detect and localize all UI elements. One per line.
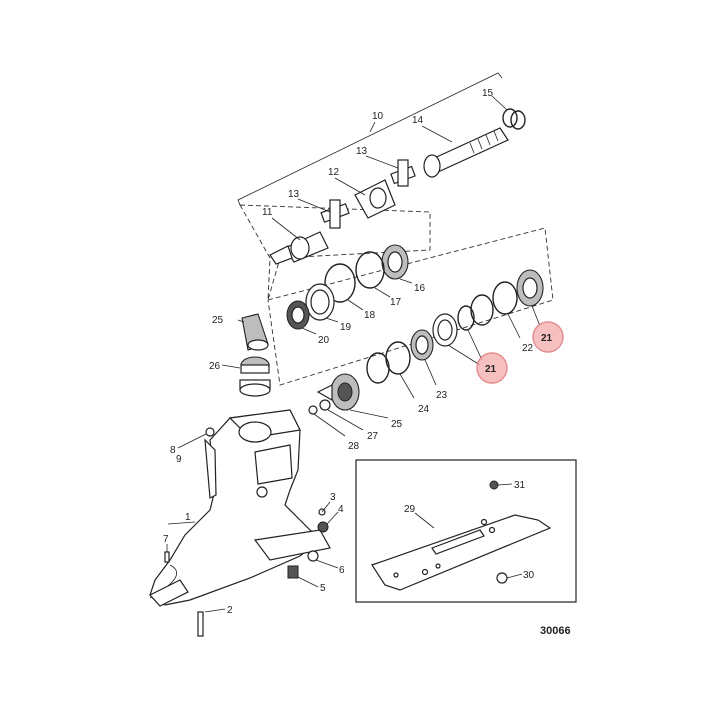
callout-17: 17	[390, 297, 402, 308]
callout-23: 23	[436, 390, 448, 401]
item-10-bracket	[237, 72, 503, 206]
callout-25-pinion: 25	[391, 419, 403, 430]
pinion-gear-25	[316, 373, 360, 411]
callout-7: 7	[163, 534, 169, 545]
callout-21-upper: 21	[541, 333, 553, 344]
plug-5	[287, 565, 299, 579]
screw-31	[489, 480, 499, 490]
callout-21-lower-highlight	[476, 352, 508, 384]
callout-31: 31	[514, 480, 526, 491]
bearing-cup-19	[305, 283, 335, 321]
callout-20: 20	[318, 335, 330, 346]
gasket-29	[371, 514, 552, 591]
pinion-gear-25-left	[241, 313, 269, 351]
callout-3: 3	[330, 492, 336, 503]
callout-28: 28	[348, 441, 360, 452]
callout-5: 5	[320, 583, 326, 594]
cross-bearing-13-lower	[320, 199, 350, 229]
callout-8: 8	[170, 445, 176, 456]
callout-6: 6	[339, 565, 345, 576]
yoke-shaft-11	[269, 231, 329, 265]
callout-10: 10	[372, 111, 384, 122]
shim-22	[492, 281, 518, 315]
screw-8	[205, 427, 215, 437]
callout-21-upper-highlight	[532, 321, 564, 353]
bearing-23	[410, 329, 434, 361]
callout-25-left: 25	[212, 315, 224, 326]
stud-2	[197, 611, 204, 637]
callout-18: 18	[364, 310, 376, 321]
pin-7	[164, 551, 170, 563]
seal-20	[286, 300, 310, 330]
callout-16: 16	[414, 283, 426, 294]
callout-4: 4	[338, 504, 344, 515]
o-rings-15	[502, 108, 526, 130]
bearing-cup-21	[432, 313, 458, 347]
callout-13-lower: 13	[288, 189, 300, 200]
bearing-21-right	[516, 269, 544, 307]
callout-9: 9	[176, 454, 182, 465]
nut-4	[317, 521, 329, 533]
cross-bearing-13-upper	[390, 159, 416, 187]
u-joint-yoke-12	[354, 179, 396, 219]
callout-2: 2	[227, 605, 233, 616]
bearing-26	[239, 356, 271, 397]
callout-29: 29	[404, 504, 416, 515]
callout-12: 12	[328, 167, 340, 178]
nut-6	[307, 550, 319, 562]
callout-24: 24	[418, 404, 430, 415]
gear-housing-1	[149, 409, 331, 607]
ring-pair	[457, 294, 494, 331]
callout-15: 15	[482, 88, 494, 99]
shim-24	[366, 341, 411, 384]
inset-panel	[355, 459, 577, 603]
callout-30: 30	[523, 570, 535, 581]
callout-14: 14	[412, 115, 424, 126]
o-ring-18	[324, 263, 356, 303]
callout-19: 19	[340, 322, 352, 333]
gear-set-group-boundary	[267, 227, 554, 386]
callout-22: 22	[522, 343, 534, 354]
callout-13-upper: 13	[356, 146, 368, 157]
callout-1: 1	[185, 512, 191, 523]
shim-17	[355, 251, 385, 289]
nut-27	[319, 399, 331, 411]
figure-number: 30066	[540, 625, 571, 637]
anode-30	[496, 572, 508, 584]
washer-28	[308, 405, 318, 415]
bearing-16	[381, 244, 409, 280]
callout-11: 11	[262, 207, 273, 218]
callout-27: 27	[367, 431, 379, 442]
driveshaft-14	[423, 127, 509, 178]
callout-26: 26	[209, 361, 221, 372]
callout-21-lower: 21	[485, 364, 497, 375]
